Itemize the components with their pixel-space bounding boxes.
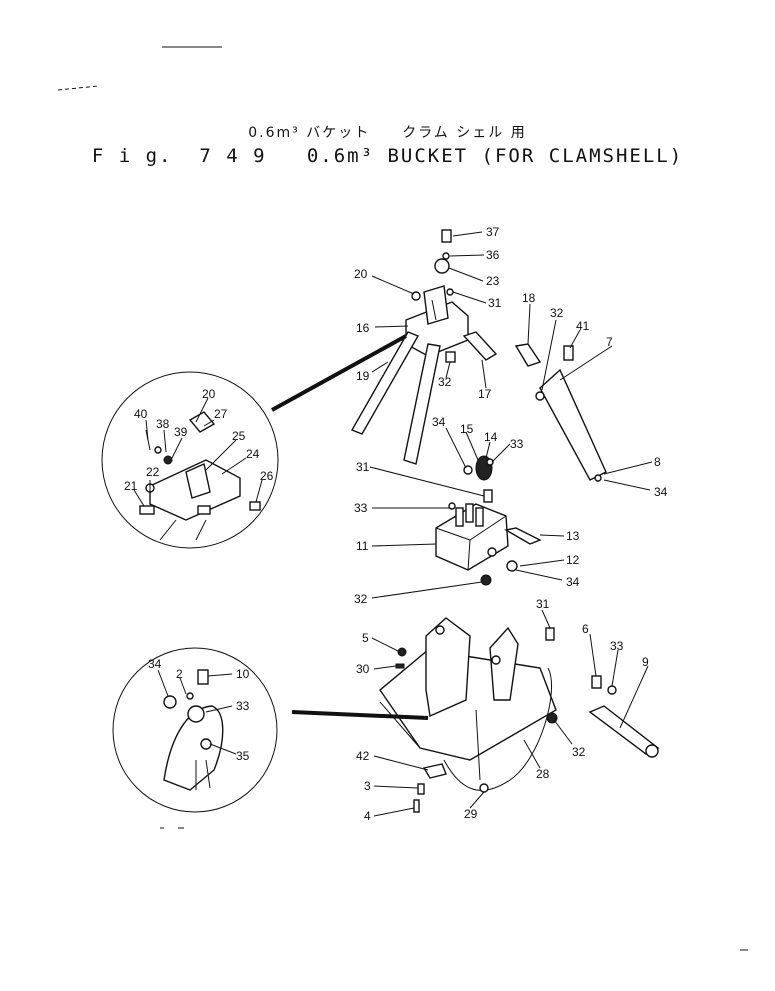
label-7: 7 (606, 335, 613, 349)
label-5: 5 (362, 631, 369, 645)
detail-label-27: 27 (214, 407, 228, 421)
detail-label-20: 20 (202, 387, 216, 401)
label-31: 31 (488, 296, 502, 310)
detail-label-21: 21 (124, 479, 138, 493)
detail-label-2: 2 (176, 667, 183, 681)
label-32: 32 (572, 745, 586, 759)
detail-label-25: 25 (232, 429, 246, 443)
label-34: 34 (432, 415, 446, 429)
label-33: 33 (354, 501, 368, 515)
detail-label-40: 40 (134, 407, 148, 421)
label-8: 8 (654, 455, 661, 469)
label-33: 33 (510, 437, 524, 451)
leader-lines-upper (371, 231, 653, 491)
label-30: 30 (356, 662, 370, 676)
leader-lines-lower (371, 609, 649, 817)
leader-lines-details (133, 397, 263, 755)
detail-view-bucket-hinge (112, 647, 278, 813)
label-3: 3 (364, 779, 371, 793)
label-34: 34 (654, 485, 668, 499)
detail-pointer-upper (271, 334, 407, 412)
detail-label-35: 35 (236, 749, 250, 763)
label-41: 41 (576, 319, 590, 333)
label-23: 23 (486, 274, 500, 288)
label-17: 17 (478, 387, 492, 401)
detail-label-34: 34 (148, 657, 162, 671)
detail-label-39: 39 (174, 425, 188, 439)
part-number-labels: 37 36 23 20 31 18 32 41 7 16 19 32 17 34… (124, 225, 668, 823)
detail-label-24: 24 (246, 447, 260, 461)
label-36: 36 (486, 248, 500, 262)
label-15: 15 (460, 422, 474, 436)
detail-view-head-block (101, 371, 279, 549)
label-31: 31 (356, 460, 370, 474)
label-9: 9 (642, 655, 649, 669)
detail-label-33: 33 (236, 699, 250, 713)
label-4: 4 (364, 809, 371, 823)
label-34: 34 (566, 575, 580, 589)
label-32: 32 (550, 306, 564, 320)
label-31: 31 (536, 597, 550, 611)
label-19: 19 (356, 369, 370, 383)
label-13: 13 (566, 529, 580, 543)
bucket-shell-assembly (379, 617, 660, 813)
leader-lines-middle (369, 466, 565, 599)
label-6: 6 (582, 622, 589, 636)
label-33: 33 (610, 639, 624, 653)
label-11: 11 (356, 539, 369, 553)
label-37: 37 (486, 225, 500, 239)
detail-label-38: 38 (156, 417, 170, 431)
center-block-assembly (435, 489, 542, 586)
detail-label-22: 22 (146, 465, 160, 479)
figure-title-japanese: 0.6m³ バケット クラム シェル 用 (248, 125, 527, 141)
label-28: 28 (536, 767, 550, 781)
figure-title-english: F i g. 7 4 9 0.6m³ BUCKET (FOR CLAMSHELL… (91, 145, 684, 167)
label-12: 12 (566, 553, 580, 567)
label-20: 20 (354, 267, 368, 281)
label-32: 32 (354, 592, 368, 606)
label-16: 16 (356, 321, 370, 335)
label-32: 32 (438, 375, 452, 389)
label-29: 29 (464, 807, 478, 821)
label-42: 42 (356, 749, 370, 763)
detail-pointer-lower (291, 710, 429, 720)
label-18: 18 (522, 291, 536, 305)
detail-label-10: 10 (236, 667, 250, 681)
stray-mark (57, 85, 99, 91)
detail-label-26: 26 (260, 469, 274, 483)
label-14: 14 (484, 430, 498, 444)
head-block-assembly (350, 229, 607, 482)
